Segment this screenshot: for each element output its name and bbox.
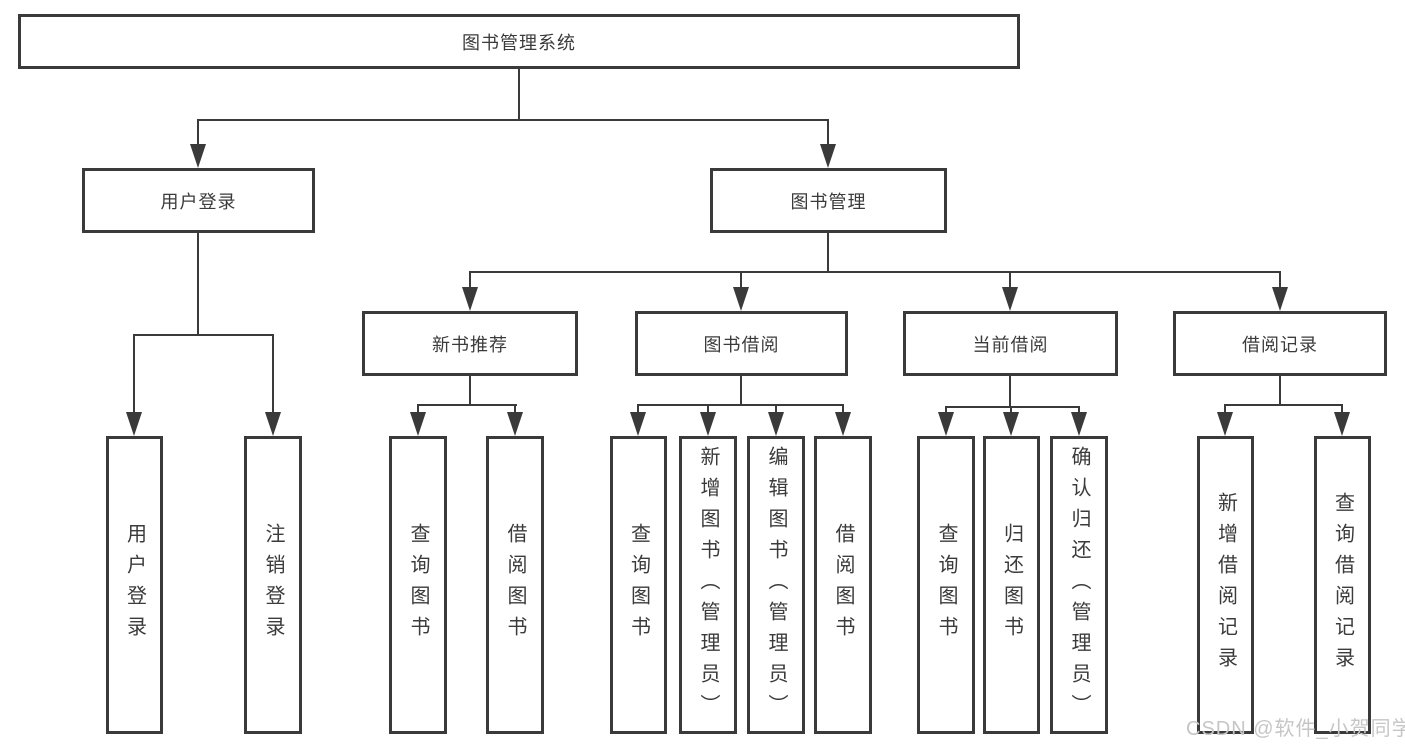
connector-line bbox=[740, 376, 742, 406]
connector-line bbox=[945, 406, 1080, 408]
arrow-down-icon bbox=[1217, 412, 1233, 436]
connector-line bbox=[827, 119, 829, 146]
connector-line bbox=[637, 404, 639, 414]
connector-line bbox=[1078, 406, 1080, 414]
connector-line bbox=[133, 334, 274, 336]
leaf-bb-edit-books-admin: 编辑图书（管理员） bbox=[747, 436, 805, 734]
leaf-nb-query-books-label: 查询图书 bbox=[407, 523, 429, 647]
leaf-cb-query-books: 查询图书 bbox=[917, 436, 975, 734]
leaf-cb-query-books-label: 查询图书 bbox=[935, 523, 957, 647]
watermark-text: CSDN @软件_小贺同学 bbox=[1186, 718, 1405, 740]
connector-line bbox=[197, 233, 199, 336]
connector-line bbox=[827, 233, 829, 273]
connector-line bbox=[842, 404, 844, 414]
leaf-logout-label: 注销登录 bbox=[262, 523, 284, 647]
connector-line bbox=[133, 334, 135, 414]
leaf-bb-add-books-admin: 新增图书（管理员） bbox=[679, 436, 737, 734]
connector-line bbox=[1009, 271, 1011, 289]
connector-line bbox=[469, 271, 471, 289]
leaf-bb-borrow-books-label: 借阅图书 bbox=[832, 523, 854, 647]
arrow-down-icon bbox=[126, 412, 142, 436]
connector-line bbox=[514, 404, 516, 414]
node-borrow-records-label: 借阅记录 bbox=[1242, 334, 1318, 355]
leaf-bb-borrow-books: 借阅图书 bbox=[814, 436, 872, 734]
node-book-borrow-label: 图书借阅 bbox=[703, 334, 780, 355]
leaf-nb-borrow-books: 借阅图书 bbox=[486, 436, 544, 734]
leaf-cb-confirm-return-admin-label: 确认归还（管理员） bbox=[1068, 445, 1090, 725]
connector-line bbox=[469, 376, 471, 406]
arrow-down-icon bbox=[938, 412, 954, 436]
leaf-br-add-record-label: 新增借阅记录 bbox=[1214, 492, 1237, 678]
node-library-system: 图书管理系统 bbox=[18, 14, 1020, 69]
arrow-down-icon bbox=[768, 412, 784, 436]
arrow-down-icon bbox=[630, 412, 646, 436]
node-current-borrow-label: 当前借阅 bbox=[972, 334, 1049, 355]
leaf-cb-return-books-label: 归还图书 bbox=[1000, 523, 1023, 647]
node-user-login: 用户登录 bbox=[82, 168, 315, 233]
arrow-down-icon bbox=[462, 287, 478, 311]
node-book-management: 图书管理 bbox=[710, 168, 947, 233]
leaf-nb-query-books: 查询图书 bbox=[389, 436, 447, 734]
leaf-bb-query-books: 查询图书 bbox=[610, 436, 667, 734]
node-current-borrow: 当前借阅 bbox=[903, 311, 1118, 376]
arrow-down-icon bbox=[733, 287, 749, 311]
arrow-down-icon bbox=[1003, 412, 1019, 436]
node-library-system-label: 图书管理系统 bbox=[462, 32, 576, 53]
leaf-nb-borrow-books-label: 借阅图书 bbox=[504, 523, 526, 647]
arrow-down-icon bbox=[507, 412, 523, 436]
node-new-book-recommend: 新书推荐 bbox=[362, 311, 578, 376]
arrow-down-icon bbox=[835, 412, 851, 436]
arrow-down-icon bbox=[820, 144, 836, 168]
connector-line bbox=[707, 404, 709, 414]
arrow-down-icon bbox=[1002, 287, 1018, 311]
connector-line bbox=[1009, 376, 1011, 408]
connector-line bbox=[1341, 404, 1343, 414]
arrow-down-icon bbox=[1272, 287, 1288, 311]
arrow-down-icon bbox=[700, 412, 716, 436]
connector-line bbox=[417, 404, 419, 414]
arrow-down-icon bbox=[410, 412, 426, 436]
node-new-book-recommend-label: 新书推荐 bbox=[432, 334, 508, 355]
connector-line bbox=[1279, 271, 1281, 289]
connector-line bbox=[197, 119, 829, 121]
leaf-user-login: 用户登录 bbox=[106, 436, 163, 734]
node-borrow-records: 借阅记录 bbox=[1173, 311, 1387, 376]
connector-line bbox=[518, 68, 520, 121]
leaf-bb-edit-books-admin-label: 编辑图书（管理员） bbox=[765, 445, 787, 725]
leaf-br-add-record: 新增借阅记录 bbox=[1197, 436, 1254, 734]
connector-line bbox=[740, 271, 742, 289]
leaf-user-login-label: 用户登录 bbox=[123, 523, 146, 647]
arrow-down-icon bbox=[190, 144, 206, 168]
node-book-borrow: 图书借阅 bbox=[635, 311, 848, 376]
connector-line bbox=[945, 406, 947, 414]
arrow-down-icon bbox=[1334, 412, 1350, 436]
leaf-bb-add-books-admin-label: 新增图书（管理员） bbox=[697, 445, 719, 725]
connector-line bbox=[469, 271, 1281, 273]
connector-line bbox=[272, 334, 274, 414]
leaf-logout: 注销登录 bbox=[244, 436, 302, 734]
connector-line bbox=[1010, 406, 1012, 414]
arrow-down-icon bbox=[265, 412, 281, 436]
connector-line bbox=[1224, 404, 1226, 414]
leaf-cb-return-books: 归还图书 bbox=[983, 436, 1040, 734]
connector-line bbox=[417, 404, 517, 406]
leaf-cb-confirm-return-admin: 确认归还（管理员） bbox=[1050, 436, 1108, 734]
connector-line bbox=[197, 119, 199, 146]
leaf-br-query-record-label: 查询借阅记录 bbox=[1331, 492, 1354, 678]
connector-line bbox=[637, 404, 844, 406]
leaf-bb-query-books-label: 查询图书 bbox=[627, 523, 650, 647]
connector-line bbox=[1224, 404, 1342, 406]
connector-line bbox=[1279, 376, 1281, 406]
connector-line bbox=[775, 404, 777, 414]
leaf-br-query-record: 查询借阅记录 bbox=[1314, 436, 1371, 734]
arrow-down-icon bbox=[1071, 412, 1087, 436]
node-book-management-label: 图书管理 bbox=[790, 191, 867, 212]
node-user-login-label: 用户登录 bbox=[160, 191, 237, 212]
